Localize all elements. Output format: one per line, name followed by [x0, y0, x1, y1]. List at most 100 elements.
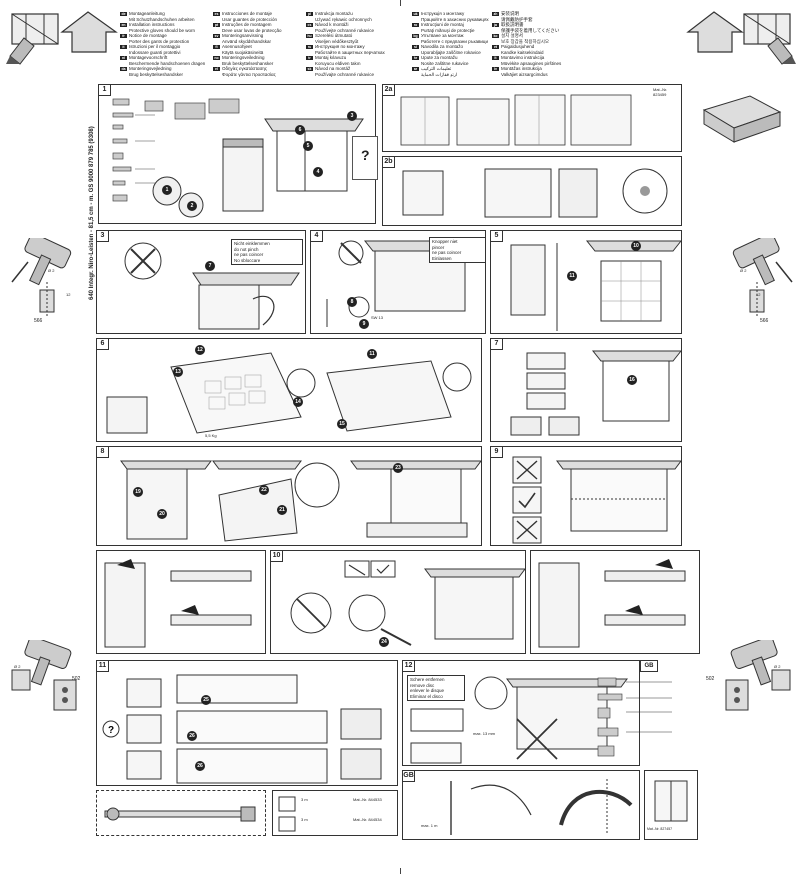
legend-text: Notice de montage: [129, 33, 167, 38]
step-number: 5: [491, 231, 503, 242]
legend-text: Beschermende handschoenen dragen: [129, 60, 206, 66]
language-code-badge: ar: [412, 66, 419, 71]
warn-line: ne pas coincer: [432, 250, 462, 255]
drill-icon-right-top: [732, 238, 793, 316]
legend-text: تعليمات التركيب: [421, 66, 452, 71]
socket-icons: [278, 796, 296, 832]
legend-row: Purtaţi mănuşi de protecţie: [412, 28, 489, 34]
mat-no-label: Mat.-Nr. 823459: [653, 87, 668, 97]
legend-text: Montagevoorschrift: [129, 55, 168, 60]
step-9-panel: 9: [490, 446, 682, 546]
parts-and-cabinet-illustration: [112, 98, 364, 218]
language-code-badge: ko: [492, 33, 499, 38]
callout-10: 10: [631, 241, 641, 251]
legend-text: Bruk beskyttelseshansker: [222, 60, 274, 66]
legend-text: Brug beskyttelseshandsker: [129, 71, 184, 77]
plinth-options-illustration: ?: [102, 674, 382, 784]
callout-26b: 26: [195, 761, 205, 771]
callout-20: 20: [157, 509, 167, 519]
back-home-icon: [6, 11, 118, 65]
legend-text: Valkājiet aizsargcimdus: [501, 71, 548, 77]
warn-line: Schere entfernen: [410, 677, 445, 682]
accessory-part-illustration: [702, 95, 782, 143]
legend-text: Koruyucu eldiven takın: [315, 60, 361, 66]
legend-row: Beschermende handschoenen dragen: [120, 61, 205, 67]
step-number: 4: [311, 231, 323, 242]
language-code-badge: cs: [306, 22, 313, 27]
legend-text: Monteringsanvisning: [222, 33, 264, 38]
callout-16: 16: [627, 375, 637, 385]
language-code-badge: tr: [306, 55, 313, 60]
question-mark: ?: [361, 147, 370, 163]
warn-line: Nicht einklemmen: [234, 241, 270, 246]
legend-row: Kandke kaitsekindaid: [492, 50, 561, 56]
length-3m-label-2: 3 m: [301, 817, 308, 822]
warn-line: Knopper niet: [432, 239, 458, 244]
gap-check-illustration: [512, 456, 681, 544]
callout-14: 14: [293, 397, 303, 407]
door-alignment-illustration: [120, 460, 481, 542]
legend-row: Mit Schutzhandschuhen arbeiten: [120, 17, 205, 23]
language-code-badge: bg: [412, 33, 419, 38]
legend-row: Работете с предпазни ръкавици: [412, 39, 489, 45]
callout-4: 4: [313, 167, 323, 177]
language-code-badge: sl: [412, 44, 419, 49]
step-7-panel: 7 16: [490, 338, 682, 442]
language-code-badge: ru: [306, 44, 313, 49]
language-code-badge: sv: [213, 33, 220, 38]
drill-icon-right-bottom: [725, 640, 791, 711]
step-number: 2b: [383, 157, 395, 168]
legend-row: Používejte ochranné rukavice: [306, 28, 385, 34]
language-code-badge: nl: [120, 55, 127, 60]
legend-row: 保護手袋を着用してください: [492, 28, 561, 34]
front-panel-illustration: [106, 352, 472, 434]
callout-25: 25: [201, 695, 211, 705]
dim-diameter-label-right: Ø 2: [740, 268, 747, 273]
wrench-size-label: SW 13: [371, 315, 384, 320]
legend-text: 取扱説明書: [501, 22, 524, 27]
step-10-left-panel: [96, 550, 266, 654]
callout-5: 5: [303, 141, 313, 151]
legend-text: Viseljen védőkesztyűt: [315, 38, 359, 44]
dim-diameter-label-bl: Ø 2: [14, 664, 21, 669]
step-2a-panel: 2a Mat.-Nr. 823459: [382, 84, 682, 152]
callout-26: 26: [187, 731, 197, 741]
legend-text: Nosite zaštitne rukavice: [421, 60, 469, 66]
language-code-badge: es: [213, 11, 220, 16]
language-code-badge: ro: [412, 22, 419, 27]
dim-566-label-right: 566: [760, 318, 769, 324]
legend-text: Працюйте в захисних рукавицях: [421, 16, 489, 22]
warn-line: remove disc: [410, 682, 435, 688]
legend-text: Käytä suojakäsineitä: [222, 49, 264, 55]
step-8-panel: 8 19 20 21 22 23: [96, 446, 482, 546]
legend-text: Φοράτε γάντια προστασίας: [222, 71, 276, 77]
cabinet-niche-illustration: [400, 94, 632, 146]
legend-row: Mūvėkite apsaugines pirštines: [492, 61, 561, 67]
dim-502-label: 502: [72, 676, 81, 682]
legend-text: 安装说明: [501, 11, 519, 16]
legend-text: Szerelési útmutató: [315, 33, 353, 38]
pinch-warning-box: Nicht einklemmen do not pinch ne pas coi…: [231, 239, 303, 265]
max-height-label: max. 1 m: [421, 823, 438, 828]
step-10-right-panel: [530, 550, 700, 654]
legend-text: Работете с предпазни ръкавици: [421, 38, 489, 44]
extension-hose-panel: 3 m 3 m Mat.-Nr. 844533 Mat.-Nr. 844534: [272, 790, 398, 836]
warn-line: ne pas coincer: [234, 252, 264, 257]
legend-text: ارتدِ قفازات الحماية: [421, 71, 458, 77]
callout-13: 13: [173, 367, 183, 377]
legend-row: Работайте в защитных перчатках: [306, 50, 385, 56]
